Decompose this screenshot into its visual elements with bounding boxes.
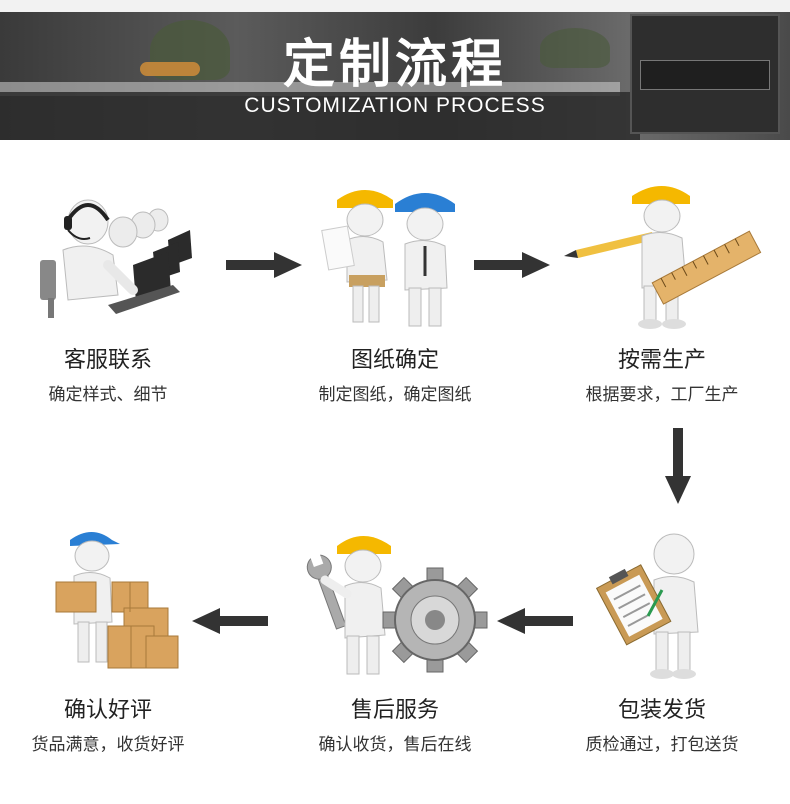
kitchen-counter (0, 92, 640, 140)
worker-ruler-icon (562, 180, 762, 330)
step-description: 根据要求，工厂生产 (585, 385, 739, 405)
banner-top-strip (0, 0, 790, 12)
engineers-drawing-icon (295, 180, 495, 330)
customer-service-icon (8, 180, 208, 330)
header-banner: 定制流程 CUSTOMIZATION PROCESS (0, 0, 790, 140)
step-description: 货品满意，收货好评 (31, 735, 185, 755)
arrow-down-icon (665, 428, 691, 508)
arrow-left-icon (497, 608, 573, 638)
step-description: 质检通过，打包送货 (585, 735, 739, 755)
step-after-sales: 售后服务 确认收货，售后在线 (295, 530, 495, 756)
arrow-right-icon (474, 252, 550, 282)
arrow-right-icon (226, 252, 302, 282)
inspector-clipboard-icon (562, 530, 762, 680)
plant-decoration (540, 28, 610, 68)
step-title: 客服联系 (63, 348, 152, 373)
courier-boxes-icon (8, 530, 208, 680)
step-description: 确认收货，售后在线 (318, 735, 472, 755)
step-description: 确定样式、细节 (48, 385, 168, 405)
step-production: 按需生产 根据要求，工厂生产 (562, 180, 762, 406)
step-title: 包装发货 (617, 698, 706, 723)
step-title: 确认好评 (63, 698, 152, 723)
step-packing: 包装发货 质检通过，打包送货 (562, 530, 762, 756)
wrench-gear-icon (295, 530, 495, 680)
arrow-left-icon (192, 608, 268, 638)
step-description: 制定图纸，确定图纸 (318, 385, 472, 405)
step-title: 图纸确定 (350, 348, 439, 373)
oven-decoration (640, 60, 770, 90)
page-subtitle: CUSTOMIZATION PROCESS (244, 94, 546, 117)
step-title: 按需生产 (617, 348, 706, 373)
step-drawing-confirm: 图纸确定 制定图纸，确定图纸 (295, 180, 495, 406)
page-title: 定制流程 (282, 35, 507, 95)
step-customer-contact: 客服联系 确定样式、细节 (8, 180, 208, 406)
step-confirm-rating: 确认好评 货品满意，收货好评 (8, 530, 208, 756)
fruit-bowl-decoration (140, 62, 200, 76)
step-title: 售后服务 (350, 698, 439, 723)
